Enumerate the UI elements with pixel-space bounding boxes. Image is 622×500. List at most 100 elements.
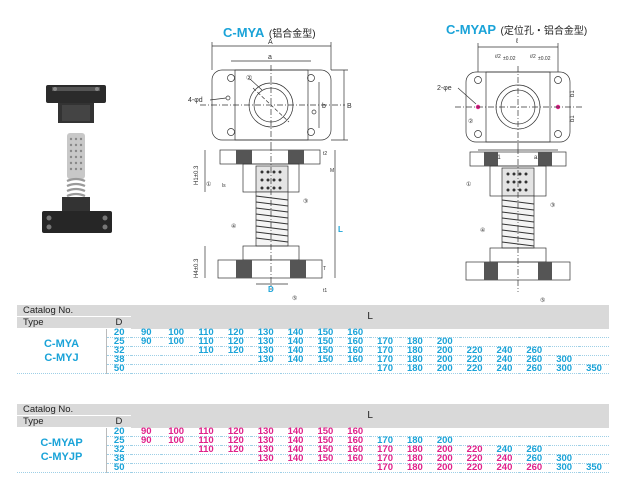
value-cell	[459, 436, 490, 446]
value-cell	[549, 436, 580, 446]
dim-half-l-a: ℓ/2	[495, 54, 501, 60]
dim-ls: ls	[222, 183, 226, 189]
value-cell	[310, 364, 341, 374]
value-cell	[370, 427, 400, 437]
value-cell: 160	[340, 328, 371, 338]
value-cell	[519, 436, 550, 446]
value-cell: 130	[250, 346, 281, 356]
value-cell	[131, 355, 162, 365]
value-cell: 260	[519, 445, 550, 455]
value-cell	[310, 463, 341, 473]
dim-t1: t1	[323, 288, 327, 294]
dim-M: M	[330, 168, 334, 174]
d-cell: 50	[106, 463, 132, 473]
dim-a1-b: a1	[534, 155, 541, 161]
value-cell: 200	[429, 337, 460, 347]
title-main: C-MYA	[223, 25, 265, 40]
dim-T: T	[323, 266, 326, 272]
d-cell: 38	[106, 355, 132, 365]
value-cell	[131, 445, 162, 455]
dim-b1-b: b1	[570, 115, 576, 122]
value-cell	[131, 454, 162, 464]
value-cell: 160	[340, 427, 371, 437]
value-cell: 120	[220, 427, 251, 437]
callout-2-b: ②	[468, 118, 473, 125]
value-cell	[549, 445, 580, 455]
value-cell: 220	[459, 346, 490, 356]
value-cell: 150	[310, 328, 341, 338]
value-cell	[161, 346, 192, 356]
d-cell: 25	[106, 337, 132, 347]
value-cell: 180	[399, 463, 430, 473]
d-cell: 32	[106, 445, 132, 455]
value-cell: 260	[519, 463, 550, 473]
value-cell: 200	[429, 346, 460, 356]
value-cell: 100	[161, 436, 192, 446]
value-cell: 180	[399, 436, 430, 446]
value-cell: 300	[549, 364, 580, 374]
value-cell: 160	[340, 355, 371, 365]
dim-L: L	[338, 225, 343, 234]
value-cell	[220, 355, 251, 365]
d-cell: 38	[106, 454, 132, 464]
value-cell: 170	[370, 337, 400, 347]
value-cell: 200	[429, 364, 460, 374]
value-cell: 110	[191, 427, 221, 437]
value-cell: 150	[310, 427, 341, 437]
value-cell: 150	[310, 436, 341, 446]
value-cell	[519, 328, 550, 338]
value-cell	[549, 337, 580, 347]
d-header: D	[106, 316, 132, 329]
callout-3: ③	[303, 198, 308, 205]
value-cell: 140	[280, 346, 311, 356]
dim-l: ℓ	[515, 38, 519, 45]
value-cell	[579, 427, 609, 437]
value-cell: 100	[161, 427, 192, 437]
value-cell: 180	[399, 454, 430, 464]
value-cell: 120	[220, 328, 251, 338]
value-cell: 120	[220, 346, 251, 356]
value-cell	[340, 364, 371, 374]
dim-tol-b: ±0.02	[538, 56, 551, 62]
value-cell: 100	[161, 337, 192, 347]
value-cell: 170	[370, 355, 400, 365]
callout-4: ④	[231, 223, 236, 230]
value-cell	[131, 463, 162, 473]
myap-plan-view: ℓ ℓ/2 ±0.02 ℓ/2 ±0.02 2-φe ② a1 a1 b1 b1	[437, 38, 582, 161]
dim-a: a	[268, 54, 272, 61]
value-cell	[191, 364, 221, 374]
value-cell: 240	[489, 364, 520, 374]
value-cell	[489, 427, 520, 437]
title-c-mya: C-MYA (铝合金型)	[223, 24, 316, 42]
type-header: Type	[17, 316, 107, 329]
title-main: C-MYAP	[446, 22, 497, 37]
value-cell: 150	[310, 346, 341, 356]
value-cell	[519, 337, 550, 347]
value-cell: 240	[489, 346, 520, 356]
value-cell: 130	[250, 445, 281, 455]
value-cell	[579, 337, 609, 347]
value-cell	[549, 427, 580, 437]
value-cell: 200	[429, 436, 460, 446]
dim-H4: H4±0.3	[194, 258, 200, 278]
dim-tol-a: ±0.02	[503, 56, 516, 62]
value-cell: 90	[131, 427, 162, 437]
value-cell	[250, 364, 281, 374]
d-cell: 32	[106, 346, 132, 356]
l-header: L	[131, 404, 609, 428]
label-2-phi-e: 2-φe	[437, 85, 452, 92]
value-cell: 200	[429, 355, 460, 365]
value-cell: 200	[429, 445, 460, 455]
dim-b1-a: b1	[570, 90, 576, 97]
value-cell: 120	[220, 436, 251, 446]
value-cell: 110	[191, 436, 221, 446]
callout-4-b: ④	[480, 227, 485, 234]
catalog-no-header: Catalog No.	[17, 305, 132, 317]
